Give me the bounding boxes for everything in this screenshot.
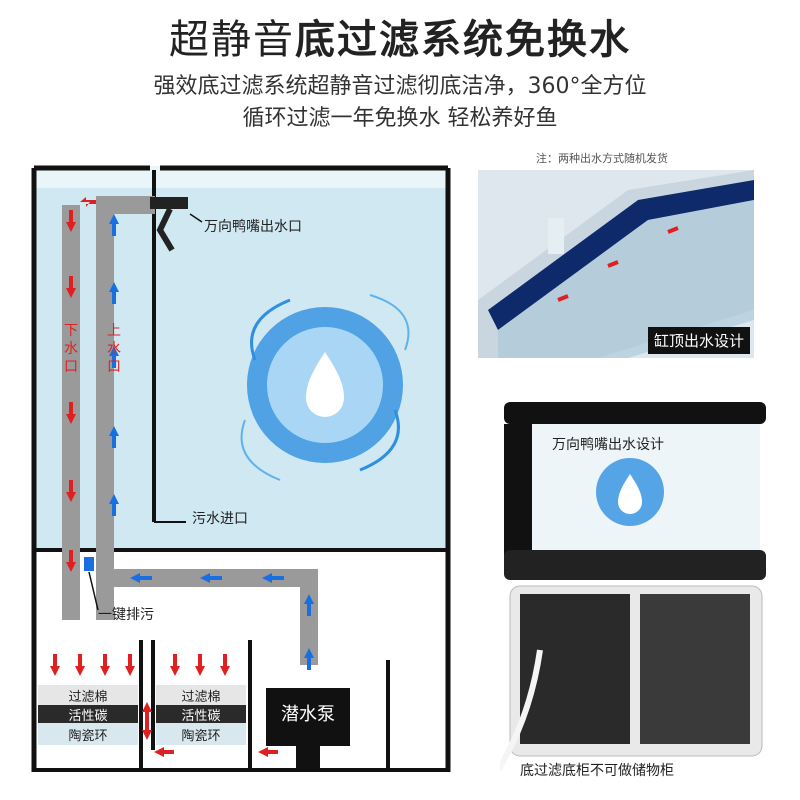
chamber2-carbon: 活性碳 <box>181 709 221 724</box>
top-caption: 缸顶出水设计 <box>647 327 750 354</box>
title-light: 超静音 <box>169 17 295 63</box>
outlet-pointer <box>189 213 203 223</box>
duck-nozzle <box>150 197 188 209</box>
chamber2-cotton: 过滤棉 <box>181 690 221 705</box>
carbon-band-2 <box>156 705 246 723</box>
return-pipe <box>105 569 318 665</box>
submersible-pump <box>266 688 350 746</box>
chamber1-cotton: 过滤棉 <box>68 690 108 705</box>
filter-down-arrows <box>50 654 278 757</box>
outlet-label: 万向鸭嘴出水口 <box>204 219 302 235</box>
sewage-inlet-label: 污水进口 <box>192 511 248 527</box>
chamber2-ceramic: 陶瓷环 <box>181 729 221 744</box>
up-arrows <box>109 214 314 670</box>
subtitle-line2: 循环过滤一年免换水 轻松养好鱼 <box>242 106 558 131</box>
ceramic-band-1 <box>38 723 138 745</box>
nozzle-tip <box>156 207 175 252</box>
shipping-note: 注：两种出水方式随机发货 <box>536 152 668 165</box>
title-bold: 底过滤系统免换水 <box>295 17 631 63</box>
pump-label: 潜水泵 <box>281 704 335 725</box>
down-arrows <box>66 197 96 572</box>
cotton-band-2 <box>156 685 246 705</box>
cabinet-photo: 万向鸭嘴出水设计 <box>500 400 770 780</box>
bottom-caption: 底过滤底柜不可做储物柜 <box>520 763 674 779</box>
top-outlet-illustration <box>478 170 754 358</box>
carbon-band-1 <box>38 705 138 723</box>
cabinet-illustration <box>500 400 770 780</box>
chamber1-carbon: 活性碳 <box>68 709 108 724</box>
cotton-band-1 <box>38 685 138 705</box>
subtitle-line1: 强效底过滤系统超静音过滤彻底洁净，360°全方位 <box>153 74 647 99</box>
top-outlet-photo: 缸顶出水设计 <box>478 170 754 358</box>
cabinet-label: 万向鸭嘴出水设计 <box>552 437 664 453</box>
ceramic-band-2 <box>156 723 246 745</box>
up-pipe-label: 上水口 <box>107 323 121 375</box>
pump-base <box>296 746 320 768</box>
drain-pointer <box>88 571 99 611</box>
drain-label: 一键排污 <box>98 607 154 623</box>
page-title: 超静音底过滤系统免换水 <box>0 12 800 68</box>
drain-valve <box>84 557 94 571</box>
up-pipe <box>96 196 155 620</box>
water-surface <box>34 166 448 188</box>
tank-frame <box>31 165 451 772</box>
down-pipe-label: 下水口 <box>64 323 78 375</box>
water-drop-icon <box>240 294 410 481</box>
chamber1-ceramic: 陶瓷环 <box>68 729 108 744</box>
